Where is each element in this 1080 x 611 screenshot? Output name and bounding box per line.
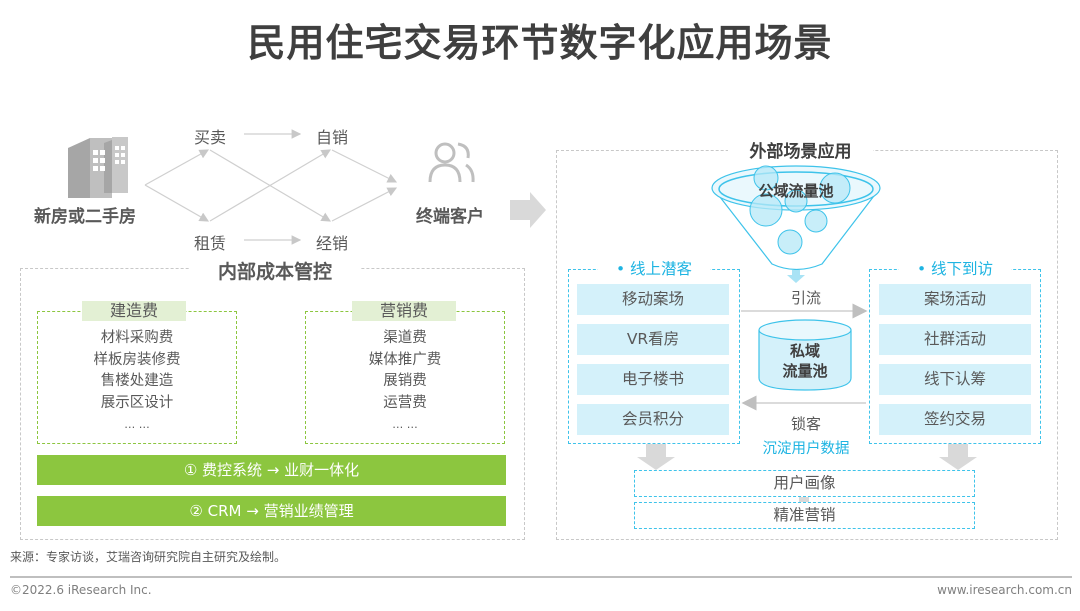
footer-divider	[10, 576, 1072, 578]
crm-system-bar: ② CRM → 营销业绩管理	[37, 496, 506, 526]
list-item: … …	[124, 418, 150, 431]
down-arrow-icon	[637, 444, 675, 470]
list-item: 材料采购费	[100, 330, 174, 346]
private-pool-line: 流量池	[782, 362, 828, 380]
building-icon	[68, 137, 128, 198]
channel-distribution: 经销	[316, 234, 349, 253]
right-arrow-icon	[510, 192, 546, 228]
online-item: VR看房	[577, 324, 729, 355]
online-item: 会员积分	[577, 404, 729, 435]
target-label: 终端客户	[416, 207, 484, 227]
internal-cost-title: 内部成本管控	[190, 257, 360, 284]
online-channel-head: • 线上潜客	[598, 259, 710, 279]
copyright: ©2022.6 iResearch Inc.	[10, 583, 152, 597]
public-pool-label: 公域流量池	[758, 182, 834, 200]
mode-lease: 租赁	[194, 234, 227, 253]
down-arrow-icon	[939, 444, 977, 470]
page-title: 民用住宅交易环节数字化应用场景	[247, 21, 833, 65]
mode-buy-sell: 买卖	[194, 128, 227, 147]
online-item: 电子楼书	[577, 364, 729, 395]
list-item: 展销费	[383, 373, 427, 389]
offline-channel-head: • 线下到访	[899, 259, 1011, 279]
list-item: 媒体推广费	[368, 351, 442, 368]
website-link[interactable]: www.iresearch.com.cn	[937, 583, 1072, 597]
list-item: 样板房装修费	[93, 351, 181, 368]
user-profile-box: 用户画像	[634, 470, 975, 497]
channel-self-sale: 自销	[316, 128, 349, 147]
funnel-icon	[711, 165, 881, 271]
source-note: 来源：专家访谈，艾瑞咨询研究院自主研究及绘制。	[10, 550, 287, 564]
users-icon	[428, 142, 475, 183]
offline-item: 线下认筹	[879, 364, 1031, 395]
attract-label: 引流	[790, 289, 821, 307]
private-pool-line: 私域	[789, 342, 820, 360]
private-pool-label: 私域 流量池	[759, 341, 851, 381]
list-item: … …	[392, 418, 418, 431]
lock-label: 锁客	[790, 415, 821, 433]
construction-cost-head: 建造费	[82, 301, 186, 321]
expense-control-system-bar: ① 费控系统 → 业财一体化	[37, 455, 506, 485]
database-icon	[758, 319, 852, 391]
precision-marketing-box: 精准营销	[634, 502, 975, 529]
offline-item: 社群活动	[879, 324, 1031, 355]
marketing-cost-list: 渠道费 媒体推广费 展销费 运营费 … …	[305, 328, 505, 436]
source-label: 新房或二手房	[34, 207, 136, 227]
external-scene-title: 外部场景应用	[728, 137, 873, 162]
data-accumulation-label: 沉淀用户数据	[762, 441, 850, 457]
marketing-cost-head: 营销费	[352, 301, 456, 321]
offline-item: 签约交易	[879, 404, 1031, 435]
offline-item: 案场活动	[879, 284, 1031, 315]
list-item: 渠道费	[383, 330, 427, 346]
list-item: 售楼处建造	[100, 373, 174, 389]
list-item: 运营费	[383, 394, 427, 411]
construction-cost-list: 材料采购费 样板房装修费 售楼处建造 展示区设计 … …	[37, 328, 237, 436]
online-item: 移动案场	[577, 284, 729, 315]
list-item: 展示区设计	[100, 394, 174, 411]
